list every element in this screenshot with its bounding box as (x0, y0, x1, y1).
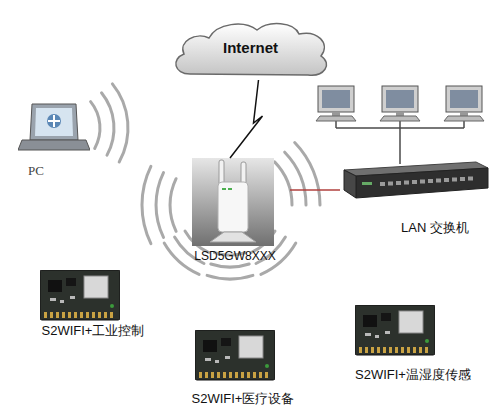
lightning-link (230, 80, 263, 158)
desktop-computer (444, 86, 484, 121)
monitor-screen (386, 90, 414, 108)
node-label: S2WIFI+温湿度传感 (338, 367, 488, 383)
monitor-stand (332, 112, 340, 116)
wireless-arc (275, 162, 292, 205)
wireless-arc (156, 173, 163, 238)
switch-image (340, 158, 490, 202)
wifi-module-image (40, 270, 120, 322)
ethernet-link (290, 189, 340, 191)
wireless-arc (112, 84, 128, 162)
laptop-icon (18, 100, 90, 156)
wifi-module-image (195, 330, 275, 382)
module-art (195, 330, 275, 386)
module-node: S2WIFI+工业控制 (28, 268, 158, 342)
monitor (446, 86, 482, 112)
wireless-arc (207, 275, 253, 279)
keyboard (380, 116, 420, 121)
wireless-arc (91, 102, 100, 149)
lan-wire (399, 121, 401, 128)
monitor (318, 86, 354, 112)
monitor-stand (460, 112, 468, 116)
desktop-computer (380, 86, 420, 121)
node-label: S2WIFI+医疗设备 (178, 391, 308, 407)
keyboard (316, 116, 356, 121)
wifi-module-image (355, 305, 435, 357)
wireless-arc (164, 243, 199, 274)
wireless-arc (142, 166, 151, 243)
monitor-screen (322, 90, 350, 108)
node-label: LSD5GW8XXX (180, 249, 290, 263)
node-label: S2WIFI+工业控制 (28, 323, 158, 339)
lan-wire (335, 121, 337, 128)
wireless-arc (170, 179, 176, 232)
lan-wire (399, 128, 401, 164)
module-node: S2WIFI+温湿度传感 (338, 303, 488, 387)
wireless-arc (285, 152, 306, 205)
node-label: LAN 交换机 (380, 220, 490, 236)
laptop-node: PC (18, 100, 90, 182)
monitor-screen (450, 90, 478, 108)
router-node: LSD5GW8XXX (180, 158, 290, 266)
lan-wires (336, 121, 464, 164)
wireless-arc (102, 93, 114, 155)
node-label: Internet (168, 39, 333, 57)
wireless-arc (295, 143, 320, 206)
node-label: PC (28, 163, 90, 179)
wireless-arcs (91, 84, 320, 279)
desktop-computer (316, 86, 356, 121)
router-image (180, 158, 290, 248)
module-art (40, 270, 120, 326)
module-art (355, 305, 435, 361)
switch-node: LAN 交换机 (340, 158, 490, 240)
lan-wire (463, 121, 465, 128)
keyboard (444, 116, 484, 121)
monitor (382, 86, 418, 112)
cloud-node: Internet (168, 18, 333, 80)
module-node: S2WIFI+医疗设备 (178, 328, 308, 412)
monitor-stand (396, 112, 404, 116)
wireless-arc (211, 264, 249, 267)
